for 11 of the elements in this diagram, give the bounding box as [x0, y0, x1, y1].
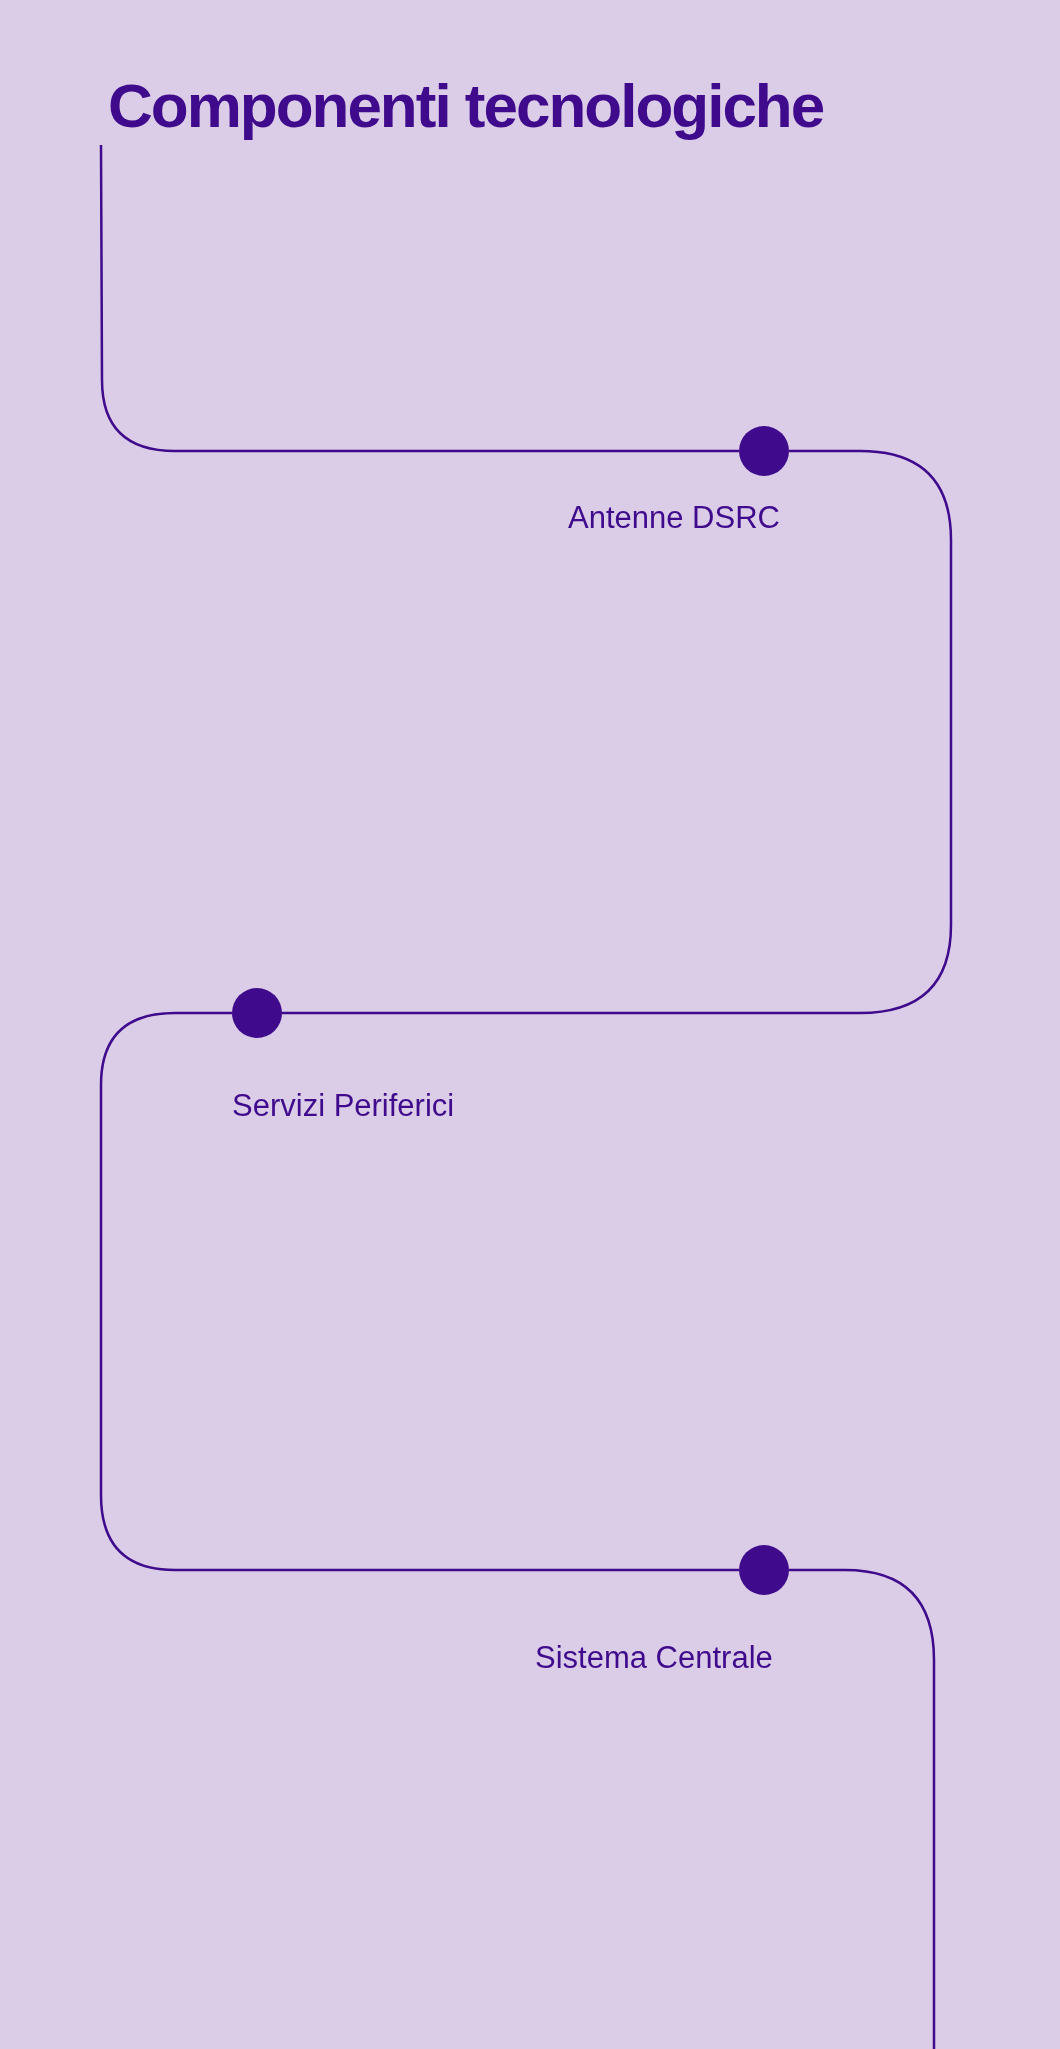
- milestone-label: Servizi Periferici: [232, 1088, 455, 1124]
- timeline-dot: [739, 1545, 789, 1595]
- milestone-label: Antenne DSRC: [568, 500, 780, 536]
- timeline-line: [282, 449, 953, 1015]
- timeline-line: [789, 1568, 936, 2049]
- timeline-line: [99, 1011, 739, 1572]
- diagram-title: Componenti tecnologiche: [108, 70, 824, 141]
- milestone-label: Sistema Centrale: [535, 1640, 773, 1676]
- timeline-line: [99, 145, 739, 453]
- timeline-dot: [739, 426, 789, 476]
- timeline-dot: [232, 988, 282, 1038]
